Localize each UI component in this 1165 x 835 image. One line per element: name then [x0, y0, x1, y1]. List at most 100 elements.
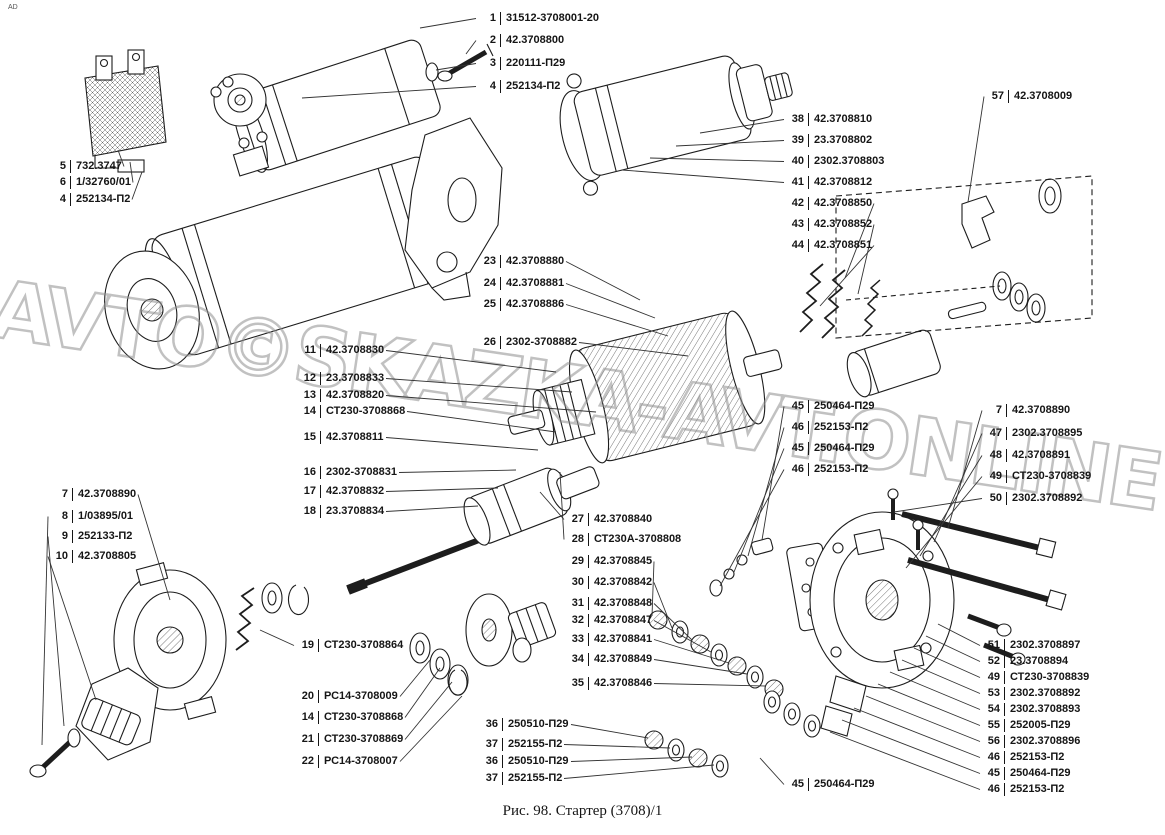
leader-line: [841, 719, 981, 774]
part-number: СТ230-3708839: [1006, 470, 1091, 483]
leader-line: [563, 744, 671, 749]
part-index: 9: [61, 530, 68, 542]
leader-line: [563, 764, 715, 779]
part-index: 19: [301, 639, 314, 651]
part-number: РС14-3708007: [318, 755, 398, 768]
part-index: 13: [303, 389, 316, 401]
part-number: 42.3708880: [500, 255, 564, 268]
part-index: 26: [483, 336, 496, 348]
part-number: 42.3708800: [500, 34, 564, 47]
part-number: СТ230А-3708808: [588, 533, 681, 546]
part-number: 252153-П2: [808, 463, 868, 476]
part-number: 42.3708812: [808, 176, 872, 189]
part-number: РС14-3708009: [318, 690, 398, 703]
part-index: 38: [791, 113, 804, 125]
part-number: 42.3708881: [500, 277, 564, 290]
part-number: 42.3708890: [1006, 404, 1070, 417]
upper-starter-sketch: [210, 39, 441, 173]
leader-line: [865, 695, 981, 742]
leader-line: [565, 283, 656, 319]
leader-line: [117, 149, 125, 167]
leader-line: [129, 161, 134, 183]
front-bracket-sketch: [29, 561, 310, 778]
part-number: 42.3708850: [808, 197, 872, 210]
leader-line: [41, 516, 49, 746]
solenoid-sketch: [559, 55, 793, 196]
leader-line: [719, 469, 785, 587]
figure-caption: Рис. 98. Стартер (3708)/1: [502, 803, 663, 819]
part-number: 42.3708845: [588, 555, 652, 568]
part-index: 37: [485, 772, 498, 784]
leader-line: [653, 582, 673, 629]
part-number: 2302-3708831: [320, 466, 397, 479]
part-index: 10: [55, 550, 68, 562]
part-number: СТ230-3708864: [318, 639, 403, 652]
part-index: 33: [571, 633, 584, 645]
part-number: 1/32760/01: [70, 176, 131, 189]
part-number: 23.3708833: [320, 372, 384, 385]
corner-mark: AD: [8, 4, 18, 11]
end-bracket-sketch: [786, 511, 955, 737]
leader-line: [570, 724, 649, 739]
part-callout-29: 29 42.3708845: [566, 555, 652, 568]
part-number: 42.3708891: [1006, 449, 1070, 462]
part-number: 23.3708894: [1004, 655, 1068, 668]
part-number: 2302.3708893: [1004, 703, 1080, 716]
part-callout-46: 46 252153-П2: [786, 463, 868, 476]
part-callout-19: 19 СТ230-3708864: [296, 639, 403, 652]
part-number: 42.3708842: [588, 576, 652, 589]
part-index: 48: [989, 449, 1002, 461]
leader-line: [905, 476, 983, 569]
part-index: 8: [61, 510, 68, 522]
part-callout-17: 17 42.3708832: [298, 485, 384, 498]
washer-stack-sketch: [992, 178, 1062, 323]
leader-line: [829, 731, 981, 790]
part-number: 2302.3708892: [1004, 687, 1080, 700]
leader-line: [853, 707, 981, 758]
part-number: 42.3708846: [588, 677, 652, 690]
part-number: 250510-П29: [502, 755, 569, 768]
armature-sketch: [507, 310, 783, 464]
part-number: 42.3708890: [72, 488, 136, 501]
leader-line: [733, 448, 785, 573]
leader-line: [398, 469, 517, 473]
part-index: 44: [791, 239, 804, 251]
part-number: 42.3708009: [1008, 90, 1072, 103]
leader-line: [559, 471, 565, 540]
part-index: 45: [987, 767, 1000, 779]
leader-line: [259, 629, 295, 646]
part-index: 5: [59, 160, 66, 172]
thrust-washers-sketch: [409, 632, 469, 696]
part-index: 46: [791, 463, 804, 475]
part-index: 50: [989, 492, 1002, 504]
part-number: 252153-П2: [808, 421, 868, 434]
part-index: 29: [571, 555, 584, 567]
part-index: 47: [989, 427, 1002, 439]
part-number: 42.3708832: [320, 485, 384, 498]
part-index: 17: [303, 485, 316, 497]
part-index: 7: [61, 488, 68, 500]
